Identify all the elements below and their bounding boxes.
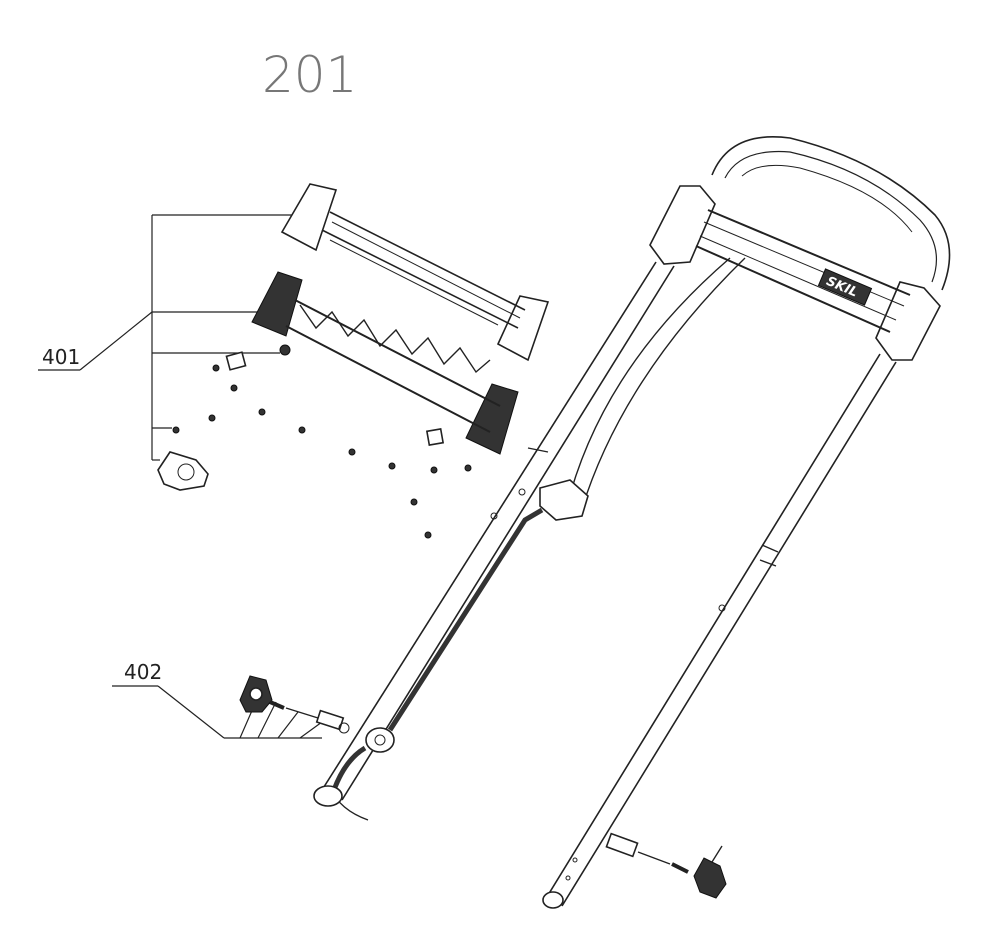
handle-crossbar: SKIL bbox=[649, 185, 941, 361]
callout-401-label: 401 bbox=[42, 345, 80, 369]
callout-402-label: 402 bbox=[124, 660, 162, 684]
lattice-bracket bbox=[251, 271, 519, 455]
left-handle-tube bbox=[313, 257, 746, 821]
assembly-number: 201 bbox=[262, 46, 357, 104]
handle-cover-frame bbox=[280, 183, 550, 362]
right-knob-assembly bbox=[605, 832, 727, 899]
right-handle-tube bbox=[542, 353, 897, 909]
fastener-set bbox=[157, 344, 472, 539]
callout-401-leaders bbox=[38, 214, 292, 461]
callout-402-leaders bbox=[112, 685, 323, 739]
handle-top-grip bbox=[711, 136, 951, 291]
left-knob-assembly bbox=[239, 675, 350, 734]
